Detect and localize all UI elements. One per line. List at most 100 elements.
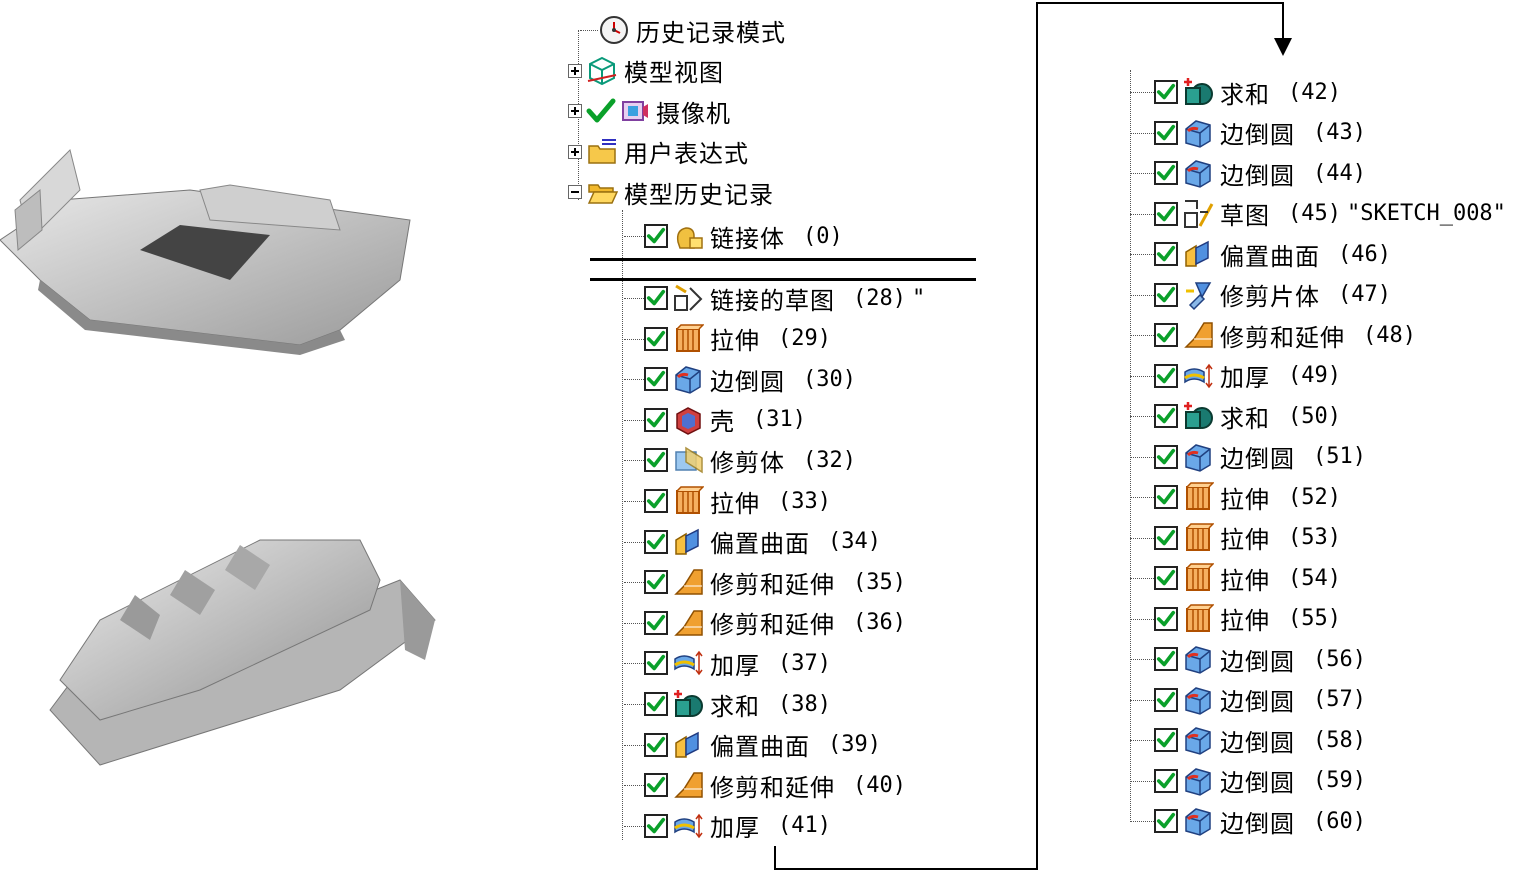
feature-timestamp: (49) xyxy=(1288,363,1341,388)
trim-extend-icon xyxy=(672,607,704,639)
feature-timestamp: (53) xyxy=(1288,525,1341,550)
extrude-icon xyxy=(1182,481,1214,513)
feature-checkbox[interactable] xyxy=(1154,647,1178,671)
expand-plus-icon[interactable] xyxy=(568,104,582,119)
feature-checkbox[interactable] xyxy=(1154,687,1178,712)
tree-node-2[interactable]: 摄像机 xyxy=(568,91,731,131)
feature-checkbox[interactable] xyxy=(644,286,668,310)
feature-node-continued-16[interactable]: 边倒圆(58) xyxy=(1130,720,1366,760)
feature-node-continued-6[interactable]: 修剪和延伸(48) xyxy=(1130,315,1416,355)
feature-node-continued-7[interactable]: 加厚(49) xyxy=(1130,356,1341,396)
feature-checkbox[interactable] xyxy=(1154,161,1178,185)
feature-node-9[interactable]: 加厚(37) xyxy=(624,643,831,683)
node-label: 拉伸 xyxy=(1220,526,1270,554)
feature-checkbox[interactable] xyxy=(1154,728,1178,752)
feature-node-3[interactable]: 壳(31) xyxy=(624,400,806,440)
feature-node-continued-11[interactable]: 拉伸 (53) xyxy=(1130,518,1341,558)
feature-node-continued-8[interactable]: 求和(50) xyxy=(1130,396,1341,436)
feature-node-6[interactable]: 偏置曲面(34) xyxy=(624,522,881,562)
edge-blend-icon xyxy=(1182,441,1214,473)
expand-plus-icon[interactable] xyxy=(568,63,582,78)
tree-node-1[interactable]: 模型视图 xyxy=(568,51,724,91)
feature-timestamp: (47) xyxy=(1338,282,1391,307)
feature-node-continued-9[interactable]: 边倒圆(51) xyxy=(1130,437,1366,477)
feature-node-12[interactable]: 修剪和延伸(40) xyxy=(624,765,906,805)
trim-extend-icon xyxy=(1182,319,1214,351)
feature-node-continued-1[interactable]: 边倒圆(43) xyxy=(1130,113,1366,153)
node-label: 修剪体 xyxy=(710,448,785,477)
feature-name: "SKETCH_008" xyxy=(1346,201,1506,226)
feature-checkbox[interactable] xyxy=(1154,485,1178,509)
node-label: 模型视图 xyxy=(624,59,724,88)
feature-checkbox[interactable] xyxy=(1154,606,1178,631)
feature-node-2[interactable]: 边倒圆(30) xyxy=(624,359,856,399)
part-navigator-tree-continued: 求和(42)边倒圆(43)边倒圆(44)草图(45)"SKETCH_008"偏置… xyxy=(1120,70,1526,840)
feature-node-continued-18[interactable]: 边倒圆(60) xyxy=(1130,801,1366,841)
feature-node-linked-body[interactable]: 链接体(0) xyxy=(624,216,843,256)
expand-plus-icon[interactable] xyxy=(568,144,582,159)
tree-node-3[interactable]: 用户表达式 xyxy=(568,132,749,172)
feature-node-5[interactable]: 拉伸(33) xyxy=(624,481,831,521)
feature-node-10[interactable]: 求和(38) xyxy=(624,684,831,724)
feature-checkbox[interactable] xyxy=(1154,363,1178,388)
node-label: 边倒圆 xyxy=(1220,647,1295,676)
feature-checkbox[interactable] xyxy=(644,407,668,432)
feature-checkbox[interactable] xyxy=(1154,404,1178,428)
tree-node-0[interactable]: 历史记录模式 xyxy=(580,10,786,50)
feature-checkbox[interactable] xyxy=(644,570,668,595)
feature-node-11[interactable]: 偏置曲面(39) xyxy=(624,725,881,765)
feature-node-continued-15[interactable]: 边倒圆(57) xyxy=(1130,680,1366,720)
feature-node-continued-17[interactable]: 边倒圆(59) xyxy=(1130,761,1366,801)
feature-node-continued-12[interactable]: 拉伸(54) xyxy=(1130,558,1341,598)
feature-checkbox[interactable] xyxy=(644,732,668,757)
feature-checkbox[interactable] xyxy=(1154,768,1178,793)
node-label: 边倒圆 xyxy=(1220,809,1295,838)
feature-timestamp: (30) xyxy=(803,366,856,392)
feature-node-1[interactable]: 拉伸(29) xyxy=(624,319,831,359)
feature-node-continued-5[interactable]: 修剪片体(47) xyxy=(1130,275,1391,315)
node-label: 壳 xyxy=(710,408,735,437)
feature-checkbox[interactable] xyxy=(644,813,668,838)
feature-checkbox[interactable] xyxy=(1154,444,1178,469)
feature-node-0[interactable]: 链接的草图(28)" xyxy=(624,278,925,318)
feature-checkbox[interactable] xyxy=(644,692,668,716)
node-label: 边倒圆 xyxy=(1220,161,1295,190)
feature-checkbox[interactable] xyxy=(644,651,668,676)
tree-node-4[interactable]: 模型历史记录 xyxy=(568,172,774,212)
feature-node-continued-4[interactable]: 偏置曲面(46) xyxy=(1130,234,1391,274)
feature-checkbox[interactable] xyxy=(1154,201,1178,226)
feature-checkbox[interactable] xyxy=(1154,242,1178,266)
feature-checkbox[interactable] xyxy=(1154,323,1178,347)
feature-node-7[interactable]: 修剪和延伸(35) xyxy=(624,562,906,602)
feature-checkbox[interactable] xyxy=(644,326,668,351)
feature-node-continued-0[interactable]: 求和(42) xyxy=(1130,72,1341,112)
feature-checkbox[interactable] xyxy=(1154,566,1178,590)
feature-timestamp: (42) xyxy=(1288,79,1341,105)
node-label: 修剪和延伸 xyxy=(710,570,835,599)
feature-node-continued-10[interactable]: 拉伸(52) xyxy=(1130,477,1341,517)
feature-checkbox[interactable] xyxy=(644,367,668,392)
feature-timestamp: (36) xyxy=(853,610,906,636)
feature-checkbox[interactable] xyxy=(644,448,668,473)
sketch-icon xyxy=(1182,198,1214,230)
feature-checkbox[interactable] xyxy=(1154,120,1178,145)
feature-node-continued-2[interactable]: 边倒圆(44) xyxy=(1130,153,1366,193)
feature-timestamp: (58) xyxy=(1313,727,1366,753)
feature-checkbox[interactable] xyxy=(1154,525,1178,550)
feature-checkbox[interactable] xyxy=(644,773,668,798)
feature-checkbox[interactable] xyxy=(644,610,668,635)
feature-checkbox[interactable] xyxy=(1154,282,1178,307)
feature-checkbox[interactable] xyxy=(644,224,668,248)
feature-node-continued-3[interactable]: 草图(45)"SKETCH_008" xyxy=(1130,194,1506,234)
feature-node-4[interactable]: 修剪体(32) xyxy=(624,440,856,480)
feature-checkbox[interactable] xyxy=(1154,809,1178,833)
separator-line-top xyxy=(590,258,976,261)
collapse-minus-icon[interactable] xyxy=(568,185,582,200)
feature-checkbox[interactable] xyxy=(644,489,668,513)
feature-checkbox[interactable] xyxy=(644,529,668,554)
feature-node-continued-13[interactable]: 拉伸(55) xyxy=(1130,599,1341,639)
feature-node-8[interactable]: 修剪和延伸(36) xyxy=(624,603,906,643)
feature-checkbox[interactable] xyxy=(1154,80,1178,104)
feature-node-continued-14[interactable]: 边倒圆(56) xyxy=(1130,639,1366,679)
feature-node-13[interactable]: 加厚(41) xyxy=(624,806,831,846)
